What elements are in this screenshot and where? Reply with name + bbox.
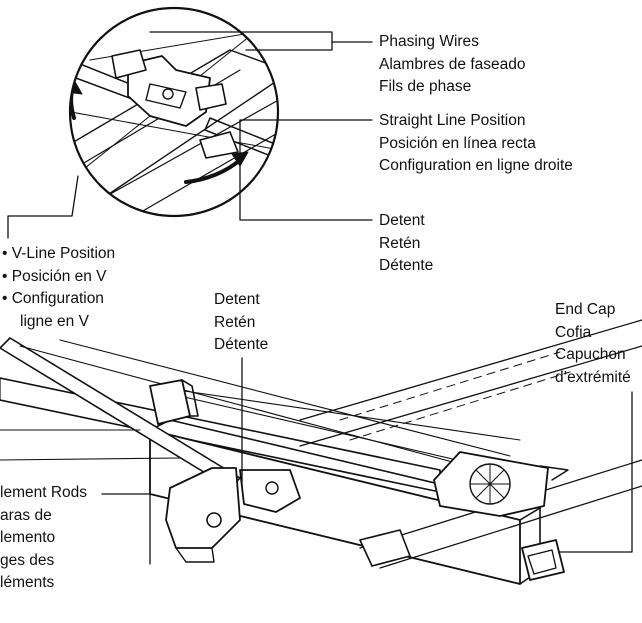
element-rods-es-2: lemento — [0, 529, 56, 546]
v-line-en: V-Line Position — [2, 243, 115, 266]
element-rods-es-1: aras de — [0, 506, 52, 524]
v-line-fr-continuation: ligne en V — [20, 312, 89, 330]
detent-lower-label: Detent Retén Détente — [214, 289, 268, 357]
detent-upper-fr: Détente — [379, 257, 434, 274]
detail-magnifier — [68, 6, 280, 218]
detent-lower-es: Retén — [214, 313, 256, 331]
straight-line-fr: Configuration en ligne droite — [379, 157, 573, 174]
detent-upper-en: Detent — [379, 212, 425, 229]
end-cap-en: End Cap — [555, 301, 616, 318]
detent-lower-en: Detent — [214, 291, 260, 308]
phasing-wires-fr: Fils de phase — [379, 78, 472, 95]
straight-line-position-label: Straight Line Position Posición en línea… — [379, 110, 573, 178]
element-rods-fr-2: léments — [0, 574, 55, 591]
boom-assembly — [0, 319, 642, 585]
detent-lower-fr: Détente — [214, 336, 269, 353]
element-rods-label: lement Rods aras de lemento ges des léme… — [0, 482, 87, 595]
end-cap-es: Cofia — [555, 323, 592, 341]
phasing-wires-label: Phasing Wires Alambres de faseado Fils d… — [379, 31, 525, 99]
straight-line-en: Straight Line Position — [379, 112, 526, 129]
v-line-es: Posición en V — [2, 266, 115, 289]
v-line-fr: Configuration — [2, 288, 115, 311]
end-cap-label: End Cap Cofia Capuchon d’extrémité — [555, 299, 631, 389]
v-line-position-label: V-Line Position Posición en V Configurat… — [2, 243, 115, 333]
detent-upper-label: Detent Retén Détente — [379, 210, 433, 278]
detent-upper-es: Retén — [379, 234, 421, 252]
phasing-wires-en: Phasing Wires — [379, 33, 479, 50]
leader-lines-lower — [101, 357, 633, 565]
end-cap-fr: Capuchon — [555, 346, 626, 363]
element-rods-fr-1: ges des — [0, 551, 55, 569]
leader-lines-upper — [7, 31, 373, 239]
phasing-wires-es: Alambres de faseado — [379, 55, 526, 73]
end-cap-fr-2: d’extrémité — [555, 368, 631, 386]
straight-line-es: Posición en línea recta — [379, 134, 536, 152]
element-rods-en: lement Rods — [0, 484, 88, 501]
